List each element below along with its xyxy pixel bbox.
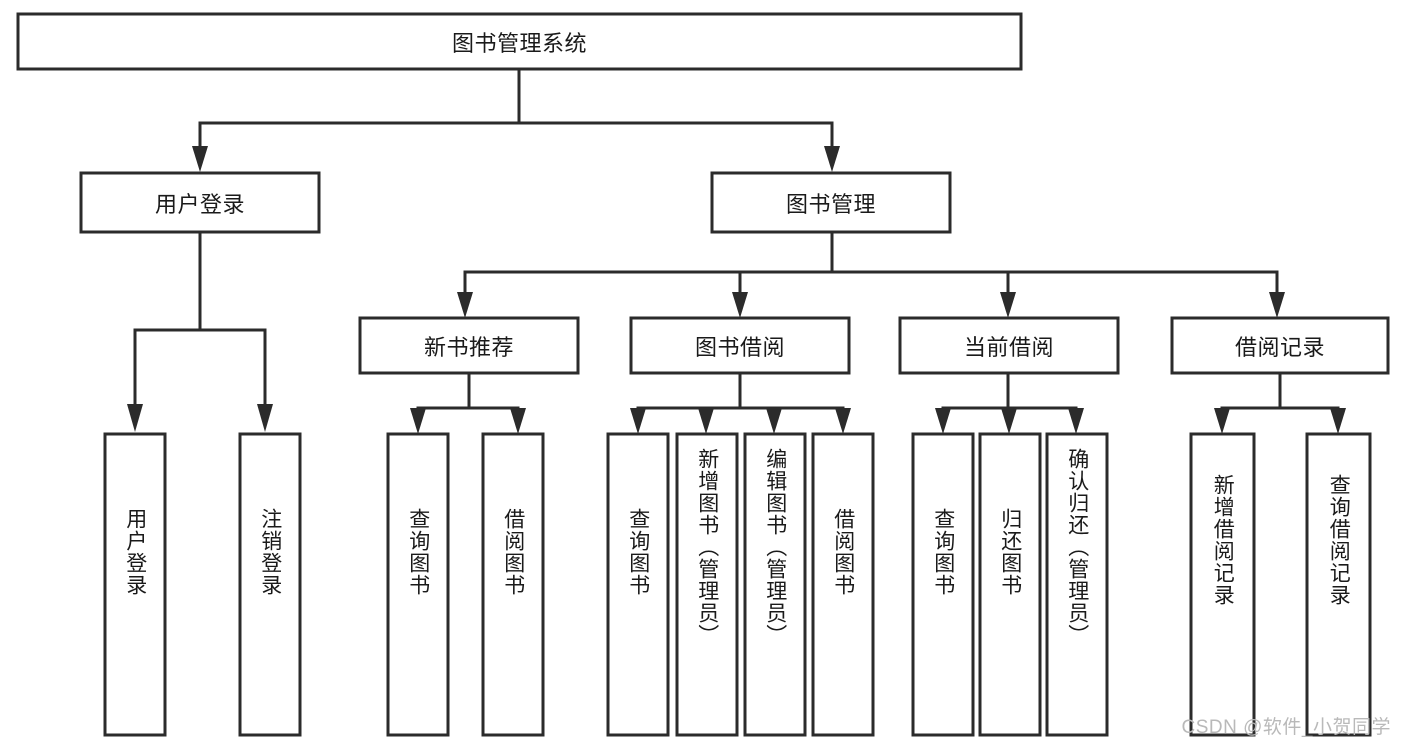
node-box-new-book-recommend[interactable] <box>358 316 580 375</box>
arrow-to-leaf-rec-query-record <box>1330 408 1346 434</box>
arrow-to-leaf-rec-borrow-book <box>510 408 526 434</box>
node-box-leaf-borrow-borrow-book[interactable] <box>811 432 875 737</box>
node-box-book-borrow[interactable] <box>629 316 851 375</box>
arrow-to-leaf-borrow-query-book <box>630 408 646 434</box>
connectors-root-to-level1 <box>192 67 840 172</box>
connectors-new-book-recommend-to-leaves <box>410 371 526 434</box>
node-box-leaf-cur-query-book[interactable] <box>911 432 975 737</box>
arrow-to-new-book-recommend <box>457 292 473 318</box>
node-box-leaf-borrow-query-book[interactable] <box>606 432 670 737</box>
arrow-root-to-book-manage <box>824 146 840 172</box>
node-box-leaf-rec-query-book[interactable] <box>386 432 450 737</box>
arrow-to-leaf-rec-add-record <box>1214 408 1230 434</box>
node-box-leaf-borrow-add-book[interactable] <box>675 432 739 737</box>
arrow-to-leaf-cur-return-book <box>1001 408 1017 434</box>
arrow-to-leaf-borrow-borrow-book <box>835 408 851 434</box>
connectors-borrow-record-to-leaves <box>1214 371 1346 434</box>
arrow-to-borrow-record <box>1269 292 1285 318</box>
arrow-to-leaf-user-logout <box>257 404 273 432</box>
arrow-to-leaf-cur-query-book <box>935 408 951 434</box>
node-box-leaf-rec-query-record[interactable] <box>1305 432 1372 737</box>
connectors-user-login-to-leaves <box>127 230 273 432</box>
arrow-to-leaf-rec-query-book <box>410 408 426 434</box>
node-box-leaf-rec-add-record[interactable] <box>1189 432 1256 737</box>
node-box-leaf-user-login[interactable] <box>103 432 167 737</box>
node-box-leaf-user-logout[interactable] <box>238 432 302 737</box>
connectors-book-borrow-to-leaves <box>630 371 851 434</box>
arrow-root-to-user-login <box>192 146 208 172</box>
arrow-to-current-borrow <box>1000 292 1016 318</box>
node-box-leaf-rec-borrow-book[interactable] <box>481 432 545 737</box>
connectors-current-borrow-to-leaves <box>935 371 1084 434</box>
node-box-current-borrow[interactable] <box>898 316 1120 375</box>
connectors-book-manage-to-level2 <box>457 230 1285 318</box>
node-box-leaf-cur-return-book[interactable] <box>978 432 1042 737</box>
node-box-book-manage[interactable] <box>710 171 952 234</box>
node-box-user-login[interactable] <box>79 171 321 234</box>
node-box-borrow-record[interactable] <box>1170 316 1390 375</box>
node-box-root[interactable] <box>16 12 1023 71</box>
node-box-leaf-cur-confirm-return[interactable] <box>1045 432 1109 737</box>
node-box-leaf-borrow-edit-book[interactable] <box>743 432 807 737</box>
arrow-to-leaf-cur-confirm-return <box>1068 408 1084 434</box>
arrow-to-book-borrow <box>732 292 748 318</box>
arrow-to-leaf-user-login <box>127 404 143 432</box>
arrow-to-leaf-borrow-edit-book <box>766 408 782 434</box>
arrow-to-leaf-borrow-add-book <box>698 408 714 434</box>
